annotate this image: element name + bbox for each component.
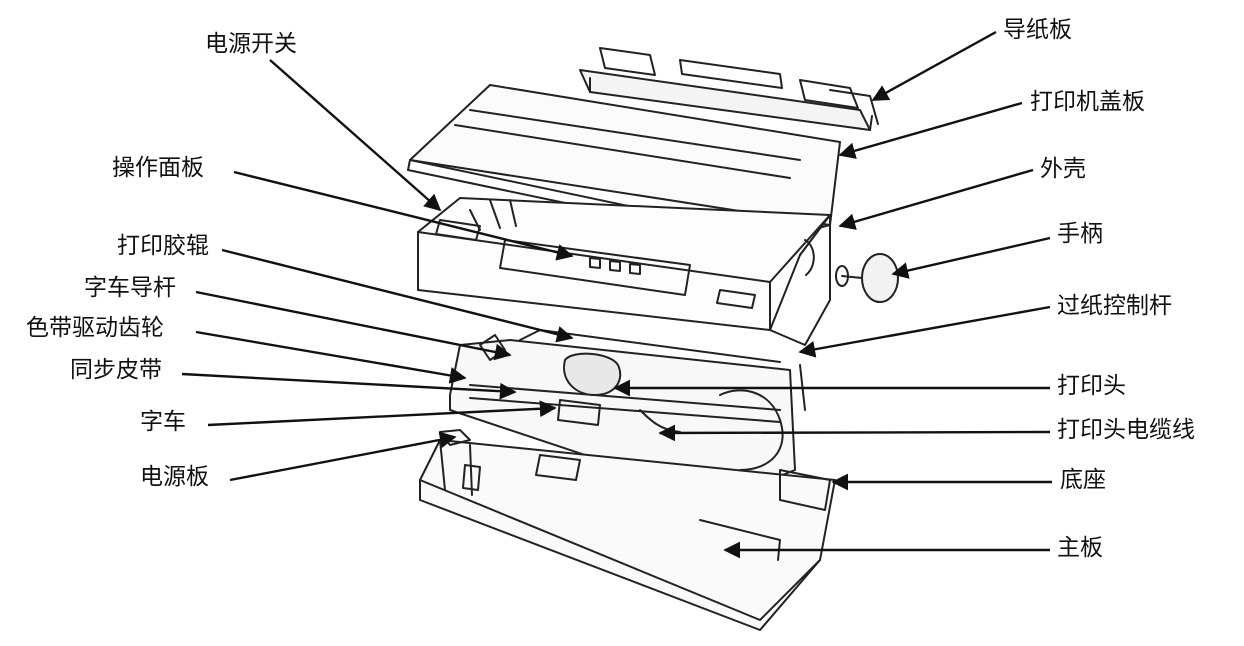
- label-base: 底座: [1060, 467, 1106, 493]
- label-power-board: 电源板: [140, 464, 209, 490]
- arrow-knob: [891, 236, 1051, 279]
- label-timing-belt: 同步皮带: [70, 357, 162, 383]
- left-arrows: [181, 59, 574, 482]
- paper-guide-part: [579, 47, 879, 131]
- arrow-printer-cover: [838, 101, 1023, 159]
- label-platen: 打印胶辊: [117, 233, 209, 259]
- arrow-paper-release-lever: [798, 305, 1051, 358]
- arrow-power-switch: [269, 59, 442, 212]
- label-ribbon-drive-gear: 色带驱动齿轮: [26, 315, 164, 341]
- label-power-switch: 电源开关: [205, 31, 297, 57]
- right-arrows: [613, 30, 1052, 559]
- arrow-print-head-cable: [658, 424, 1051, 442]
- arrow-ribbon-drive-gear: [195, 330, 467, 384]
- label-knob: 手柄: [1057, 221, 1103, 247]
- label-control-panel: 操作面板: [112, 155, 204, 181]
- label-carriage-guide-rod: 字车导杆: [84, 275, 176, 301]
- label-main-board: 主板: [1057, 535, 1103, 561]
- label-printer-cover: 打印机盖板: [1030, 89, 1145, 115]
- arrow-paper-guide: [871, 30, 997, 102]
- arrow-timing-belt: [181, 372, 517, 400]
- label-paper-release-lever: 过纸控制杆: [1057, 293, 1172, 319]
- arrow-power-board: [229, 431, 457, 482]
- label-print-head-cable: 打印头电缆线: [1057, 417, 1195, 443]
- housing-part: [417, 197, 831, 346]
- label-carriage: 字车: [140, 409, 186, 435]
- label-print-head: 打印头: [1057, 373, 1126, 399]
- label-paper-guide: 导纸板: [1003, 17, 1072, 43]
- arrow-control-panel: [233, 170, 574, 261]
- knob-part: [835, 253, 899, 303]
- arrow-platen: [221, 248, 574, 343]
- arrow-carriage-guide-rod: [195, 290, 512, 361]
- arrow-carriage: [207, 400, 557, 427]
- arrow-housing: [838, 168, 1034, 230]
- label-housing: 外壳: [1040, 156, 1086, 182]
- mechanism-part: [449, 329, 806, 501]
